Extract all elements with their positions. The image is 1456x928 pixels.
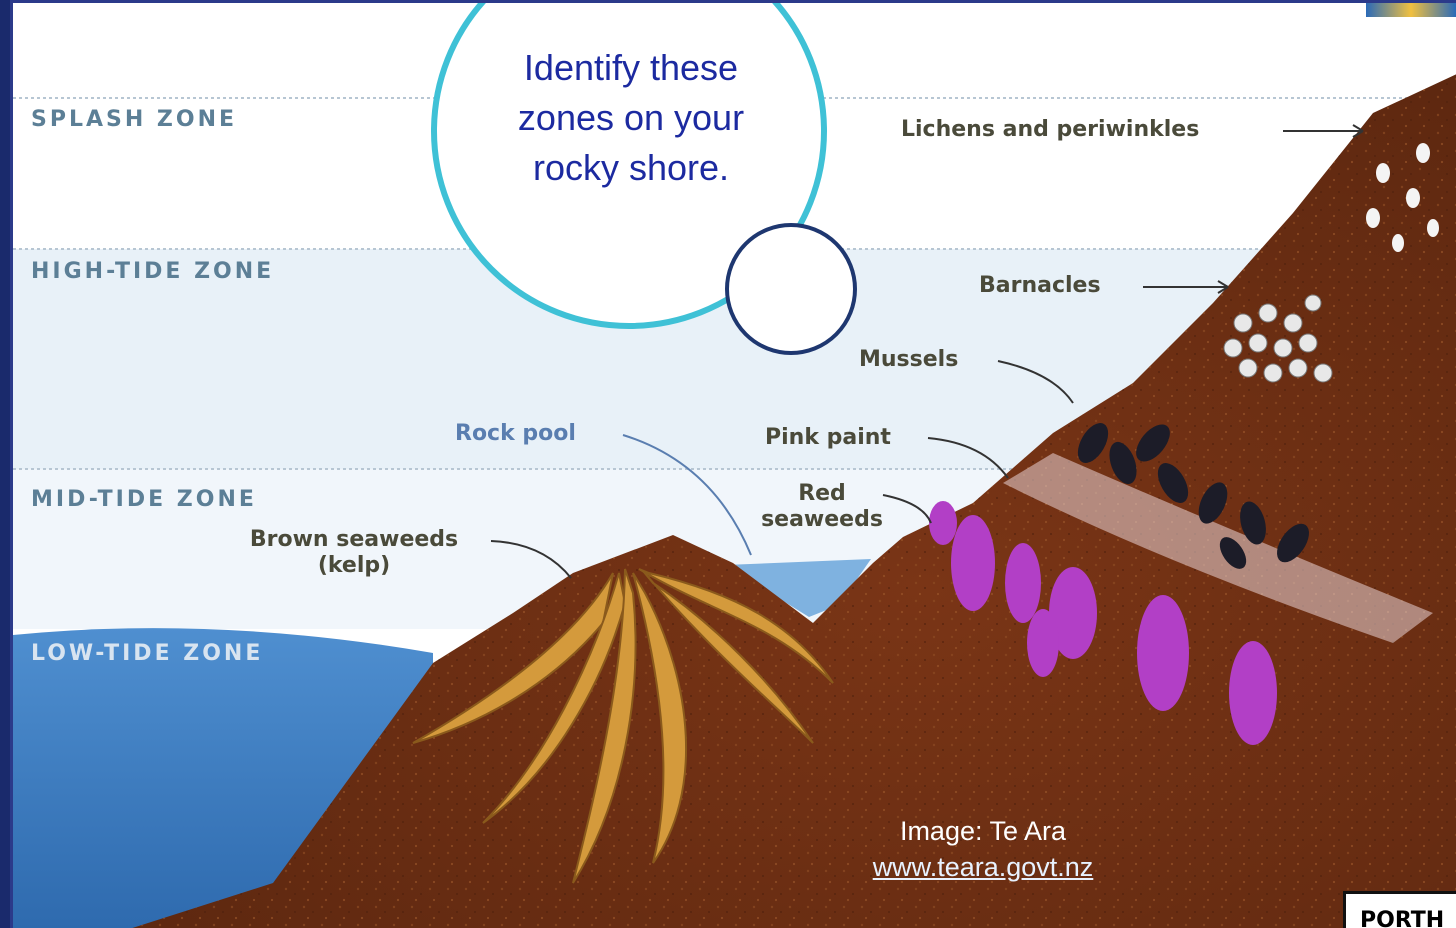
mid-tide-zone-label: MID-TIDE ZONE bbox=[31, 487, 257, 512]
image-credit: Image: Te Ara www.teara.govt.nz bbox=[843, 813, 1123, 885]
red-seaweeds-label: Red seaweeds bbox=[749, 481, 895, 533]
credit-source: Image: Te Ara bbox=[843, 813, 1123, 849]
diagram-frame: SPLASH ZONE HIGH-TIDE ZONE MID-TIDE ZONE… bbox=[10, 0, 1456, 928]
barnacles-label: Barnacles bbox=[979, 273, 1101, 298]
pink-paint-label: Pink paint bbox=[765, 425, 891, 450]
corner-decoration bbox=[1366, 3, 1456, 17]
high-tide-zone-label: HIGH-TIDE ZONE bbox=[31, 259, 274, 284]
brown-seaweeds-label: Brown seaweeds (kelp) bbox=[223, 527, 485, 579]
splash-zone-label: SPLASH ZONE bbox=[31, 107, 237, 132]
callout-tail-circle bbox=[725, 223, 857, 355]
callout-text: Identify these zones on your rocky shore… bbox=[483, 43, 779, 193]
credit-link[interactable]: www.teara.govt.nz bbox=[873, 852, 1094, 882]
logo-box: PORTH bbox=[1343, 891, 1456, 928]
low-tide-zone-label: LOW-TIDE ZONE bbox=[31, 641, 263, 666]
mussels-label: Mussels bbox=[859, 347, 958, 372]
rock-pool-label: Rock pool bbox=[455, 421, 576, 446]
lichens-label: Lichens and periwinkles bbox=[901, 117, 1199, 142]
